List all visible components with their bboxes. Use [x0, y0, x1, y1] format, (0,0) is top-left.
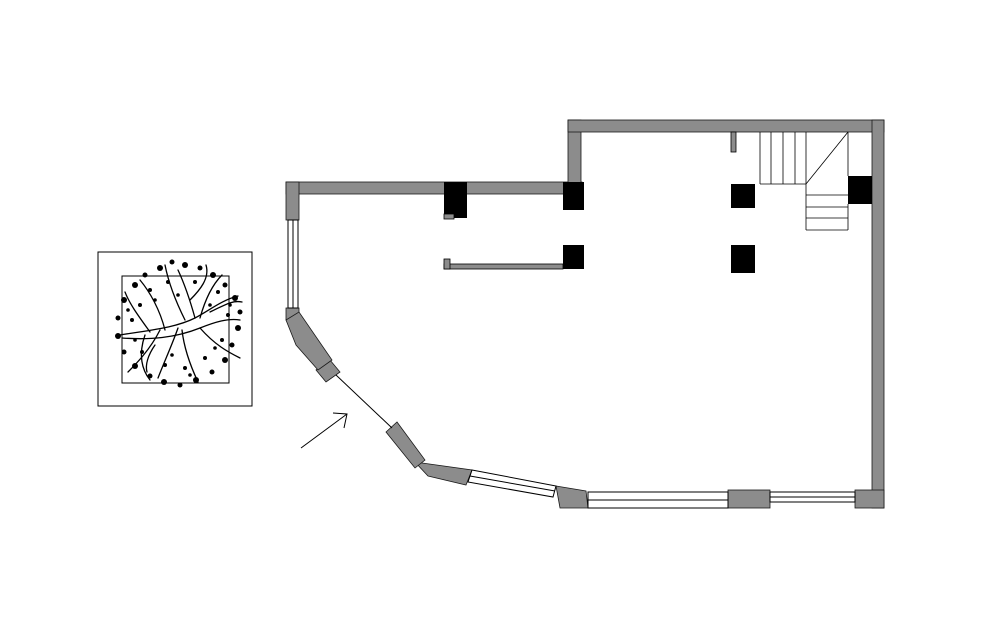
wall-corner-top-left [285, 181, 300, 221]
columns [444, 176, 872, 273]
column-2 [563, 182, 584, 210]
tree-foliage [115, 259, 243, 388]
partition-top-stub [443, 213, 455, 220]
stair-post [730, 131, 737, 153]
wall-diagonal-jamb-lower [385, 421, 426, 469]
wall-upper-top [567, 119, 885, 133]
wall-diagonal-lower [413, 461, 473, 486]
wall-top-left [285, 181, 583, 195]
tree-frame-outer [97, 251, 253, 407]
windows [287, 219, 856, 509]
wall-diagonal-upper [285, 311, 333, 371]
door-opening-line [335, 374, 393, 429]
column-1 [444, 182, 467, 218]
partition [443, 131, 737, 270]
stair-icon [759, 131, 849, 231]
column-5 [731, 245, 755, 273]
partition-wall [443, 263, 564, 270]
wall-bottom-mid-pier [727, 489, 771, 509]
column-6 [848, 176, 872, 204]
column-4 [731, 184, 755, 208]
wall-bottom-left-pier [555, 485, 589, 509]
wall-right [871, 119, 885, 509]
entrance-arrow-icon [300, 412, 348, 449]
wall-bottom-right-pier [854, 489, 885, 509]
partition-end [443, 258, 451, 270]
tree-icon [119, 264, 243, 383]
column-3 [563, 245, 584, 269]
tree-symbol [97, 251, 253, 407]
tree-frame-inner [121, 275, 230, 384]
walls [285, 119, 885, 509]
